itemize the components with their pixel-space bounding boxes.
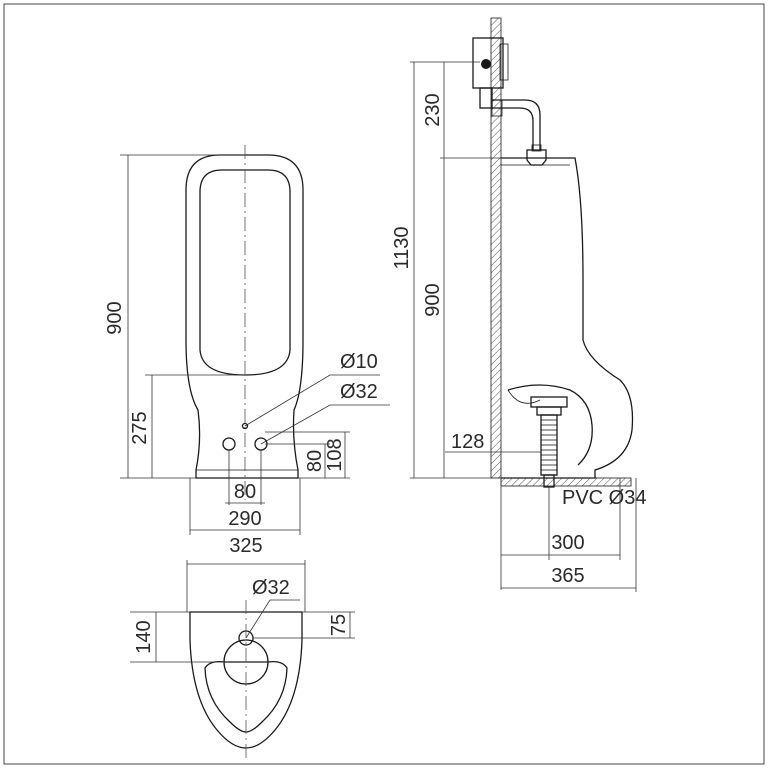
label-side-365: 365 xyxy=(551,565,584,587)
side-body-outline xyxy=(501,157,634,479)
valve-stem xyxy=(479,87,493,109)
label-top-75: 75 xyxy=(328,614,350,636)
supply-pipe-inner xyxy=(492,107,534,150)
label-side-1130: 1130 xyxy=(391,226,413,269)
label-hole-small: Ø10 xyxy=(340,351,378,373)
leader-hole-small xyxy=(244,374,380,427)
front-hole-small xyxy=(241,422,249,430)
top-view: 325 Ø32 140 75 xyxy=(130,535,355,760)
label-hole-large: Ø32 xyxy=(340,381,378,403)
pipe-fitting xyxy=(491,99,503,117)
label-top-hole: Ø32 xyxy=(252,577,290,599)
wall-section xyxy=(490,17,502,479)
leader-hole-large xyxy=(260,404,390,445)
label-front-80v: 80 xyxy=(304,450,326,472)
sheet-border xyxy=(3,3,765,765)
corrugated-drain-pipe xyxy=(540,414,558,476)
side-trap-curve xyxy=(507,389,541,404)
label-pvc: PVC Ø34 xyxy=(562,487,646,509)
label-front-108: 108 xyxy=(324,438,346,471)
label-front-80-spacing: 80 xyxy=(234,481,256,503)
front-hole-left xyxy=(222,437,236,451)
side-view: 230 1130 900 128 PVC Ø34 300 365 xyxy=(391,17,646,592)
floor-section xyxy=(500,477,632,487)
top-bowl-outline xyxy=(204,660,288,733)
label-top-140: 140 xyxy=(133,620,155,653)
side-bowl-interior xyxy=(507,384,593,466)
flush-sensor-icon xyxy=(481,59,491,69)
label-side-230: 230 xyxy=(422,93,444,126)
label-side-128: 128 xyxy=(451,431,484,453)
label-front-275: 275 xyxy=(129,411,151,444)
label-front-900: 900 xyxy=(104,301,126,334)
front-view: 900 275 Ø10 Ø32 80 290 80 108 xyxy=(104,145,390,535)
supply-pipe xyxy=(492,99,541,150)
label-side-300: 300 xyxy=(551,532,584,554)
label-side-900: 900 xyxy=(422,283,444,316)
leader-top-hole xyxy=(245,599,300,639)
spud-nut xyxy=(531,144,542,152)
flush-valve-cover xyxy=(499,43,509,81)
trap-nut xyxy=(536,406,562,416)
label-top-325: 325 xyxy=(229,535,262,557)
label-front-290: 290 xyxy=(228,508,261,530)
front-body-outline xyxy=(185,154,304,479)
